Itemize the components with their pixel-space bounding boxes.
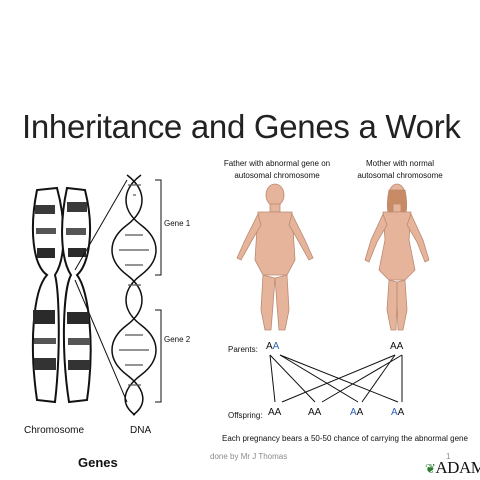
page-number: 1 — [446, 452, 451, 461]
offspring-1: AA — [268, 407, 282, 418]
father-label: Father with abnormal gene on autosomal c… — [223, 159, 331, 180]
adam-logo: ❦ADAM. — [425, 458, 480, 477]
gene2-label: Gene 2 — [164, 335, 191, 344]
father-figure — [236, 183, 314, 331]
slide-title: Inheritance and Genes a Work — [22, 108, 461, 145]
leaf-icon: ❦ — [425, 461, 436, 476]
gene1-label: Gene 1 — [164, 219, 191, 228]
offspring-2: AA — [308, 407, 322, 418]
offspring-label: Offspring: — [228, 411, 263, 420]
father-alleles: AA — [266, 341, 280, 352]
dna-helix-graphic — [111, 174, 157, 416]
genes-caption: Genes — [78, 455, 118, 470]
chromosome-label: Chromosome — [24, 425, 85, 436]
offspring-3: AA — [350, 407, 364, 418]
pregnancy-caption: Each pregnancy bears a 50-50 chance of c… — [222, 434, 468, 443]
footer-text: done by Mr J Thomas — [210, 452, 288, 461]
cross-lines — [269, 354, 403, 403]
parents-label: Parents: — [228, 345, 258, 354]
mother-label: Mother with normal autosomal chromosome — [357, 159, 443, 180]
chromosome-graphic — [31, 186, 92, 404]
offspring-4: AA — [391, 407, 405, 418]
gene1-bracket — [155, 179, 162, 276]
chromosome-dna-illustration — [31, 174, 162, 416]
mother-alleles: AA — [390, 341, 404, 352]
dna-label: DNA — [130, 425, 152, 436]
gene2-bracket — [155, 309, 162, 403]
parents-illustration — [236, 183, 430, 331]
mother-figure — [364, 183, 430, 331]
